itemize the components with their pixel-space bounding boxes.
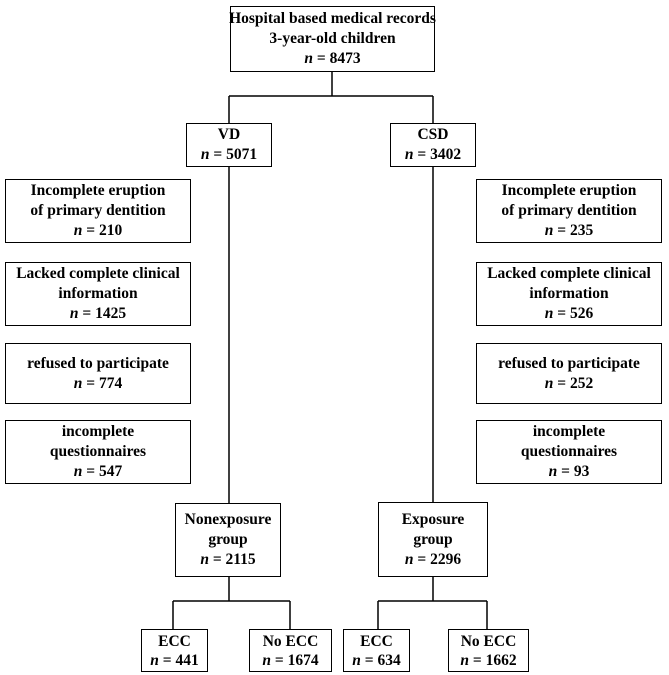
nonexposure-no-ecc-box: No ECC n = 1674 — [249, 629, 332, 672]
exclusion-line: of primary dentition — [30, 202, 166, 219]
exclusion-line: questionnaires — [49, 443, 147, 460]
vd-exclusion-questionnaires: incomplete questionnaires n = 547 — [5, 420, 191, 484]
exclusion-line: Incomplete eruption — [30, 182, 166, 199]
exclusion-n: n = 1425 — [69, 305, 127, 322]
nonexposure-n: n = 2115 — [200, 551, 256, 568]
exclusion-line: refused to participate — [27, 354, 169, 372]
exposure-n: n = 2296 — [404, 550, 462, 568]
vd-n: n = 5071 — [200, 146, 258, 163]
exclusion-n: n = 235 — [544, 222, 594, 239]
exclusion-line: information — [529, 285, 609, 302]
csd-exclusion-refused: refused to participate n = 252 — [476, 343, 662, 404]
exclusion-line: of primary dentition — [501, 202, 637, 219]
exclusion-n: n = 93 — [548, 463, 590, 480]
exclusion-n: n = 774 — [73, 374, 123, 392]
outcome-label: No ECC — [460, 632, 517, 650]
csd-n: n = 3402 — [404, 146, 462, 163]
vd-label: VD — [217, 126, 241, 143]
vd-exclusion-eruption: Incomplete eruption of primary dentition… — [5, 179, 191, 243]
exclusion-line: Lacked complete clinical — [487, 265, 651, 282]
outcome-label: No ECC — [262, 632, 319, 650]
nonexposure-line-2: group — [208, 531, 248, 548]
vd-box: VD n = 5071 — [186, 123, 272, 167]
outcome-n: n = 1674 — [262, 651, 319, 669]
vd-exclusion-clinical-info: Lacked complete clinical information n =… — [5, 262, 191, 326]
exposure-line-1: Exposure — [401, 510, 465, 528]
outcome-n: n = 634 — [352, 651, 401, 669]
exclusion-line: information — [58, 285, 138, 302]
exclusion-line: Lacked complete clinical — [16, 265, 180, 282]
nonexposure-line-1: Nonexposure — [184, 511, 272, 528]
source-n: n = 8473 — [304, 50, 361, 67]
csd-box: CSD n = 3402 — [390, 123, 476, 167]
exclusion-line: Incomplete eruption — [501, 182, 637, 199]
exposure-no-ecc-box: No ECC n = 1662 — [448, 629, 529, 672]
exclusion-line: incomplete — [61, 423, 135, 440]
vd-exclusion-refused: refused to participate n = 774 — [5, 343, 191, 404]
exclusion-line: incomplete — [532, 423, 606, 440]
exposure-group-box: Exposure group n = 2296 — [378, 502, 488, 577]
exclusion-n: n = 526 — [544, 305, 594, 322]
source-line-2: 3-year-old children — [269, 30, 396, 47]
source-box: Hospital based medical records 3-year-ol… — [229, 6, 436, 72]
exclusion-n: n = 252 — [544, 374, 594, 392]
exclusion-n: n = 210 — [73, 222, 123, 239]
csd-exclusion-clinical-info: Lacked complete clinical information n =… — [476, 262, 662, 326]
source-line-1: Hospital based medical records — [229, 10, 436, 27]
nonexposure-group-box: Nonexposure group n = 2115 — [175, 503, 281, 577]
exclusion-line: refused to participate — [498, 354, 640, 372]
outcome-label: ECC — [158, 632, 191, 650]
outcome-n: n = 441 — [150, 651, 199, 669]
exposure-ecc-box: ECC n = 634 — [343, 629, 410, 672]
outcome-label: ECC — [360, 632, 393, 650]
csd-exclusion-questionnaires: incomplete questionnaires n = 93 — [476, 420, 662, 484]
exposure-line-2: group — [413, 530, 453, 548]
exclusion-line: questionnaires — [520, 443, 618, 460]
csd-exclusion-eruption: Incomplete eruption of primary dentition… — [476, 179, 662, 243]
outcome-n: n = 1662 — [460, 651, 517, 669]
nonexposure-ecc-box: ECC n = 441 — [141, 629, 208, 672]
csd-label: CSD — [417, 126, 449, 143]
exclusion-n: n = 547 — [73, 463, 123, 480]
